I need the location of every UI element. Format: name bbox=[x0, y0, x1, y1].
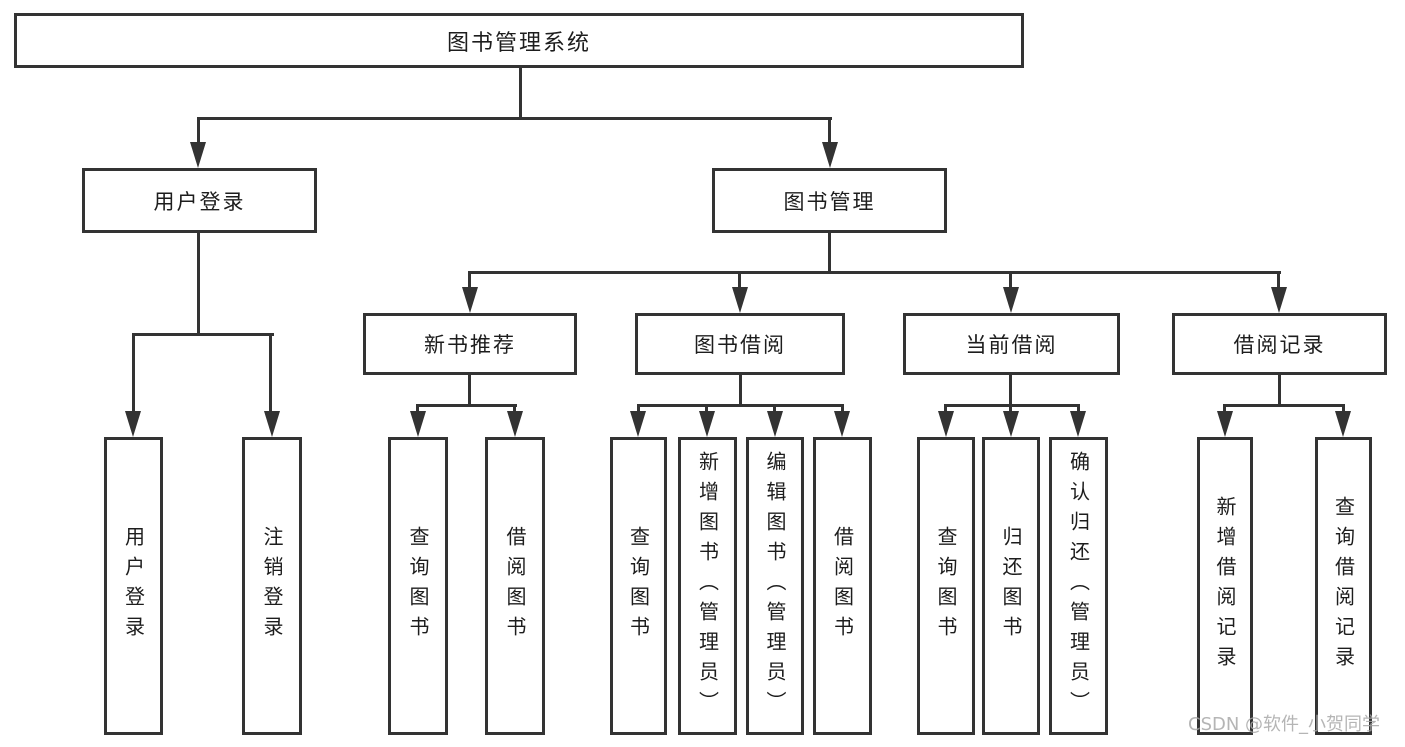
node-current-borrowing: 当前借阅 bbox=[903, 313, 1120, 375]
connector-line bbox=[1077, 404, 1080, 416]
arrowhead-down-icon bbox=[1070, 411, 1086, 437]
connector-line bbox=[197, 117, 832, 120]
watermark: CSDN @软件_小贺同学 bbox=[1188, 714, 1381, 735]
node-leaf-confirm-return-admin: 确认归还（管理员） bbox=[1049, 437, 1108, 735]
connector-line bbox=[637, 404, 844, 407]
connector-line bbox=[944, 404, 947, 416]
arrowhead-down-icon bbox=[1335, 411, 1351, 437]
connector-line bbox=[468, 271, 1281, 274]
connector-line bbox=[738, 271, 741, 291]
connector-line bbox=[1223, 404, 1226, 416]
arrowhead-down-icon bbox=[1271, 287, 1287, 313]
connector-line bbox=[197, 231, 200, 336]
arrowhead-down-icon bbox=[1003, 411, 1019, 437]
arrowhead-down-icon bbox=[732, 287, 748, 313]
connector-line bbox=[828, 117, 831, 147]
node-leaf-recommend-query-book: 查询图书 bbox=[388, 437, 448, 735]
connector-line bbox=[739, 373, 742, 407]
arrowhead-down-icon bbox=[264, 411, 280, 437]
connector-line bbox=[944, 404, 1080, 407]
arrowhead-down-icon bbox=[190, 142, 206, 168]
node-book-management: 图书管理 bbox=[712, 168, 947, 233]
arrowhead-down-icon bbox=[1003, 287, 1019, 313]
connector-line bbox=[132, 333, 274, 336]
arrowhead-down-icon bbox=[822, 142, 838, 168]
arrowhead-down-icon bbox=[125, 411, 141, 437]
connector-line bbox=[1009, 271, 1012, 291]
node-leaf-return-book: 归还图书 bbox=[982, 437, 1040, 735]
connector-line bbox=[841, 404, 844, 416]
arrowhead-down-icon bbox=[699, 411, 715, 437]
node-leaf-borrow-query-book: 查询图书 bbox=[610, 437, 667, 735]
arrowhead-down-icon bbox=[507, 411, 523, 437]
arrowhead-down-icon bbox=[630, 411, 646, 437]
node-leaf-add-book-admin: 新增图书（管理员） bbox=[678, 437, 737, 735]
connector-line bbox=[828, 231, 831, 274]
node-leaf-user-login: 用户登录 bbox=[104, 437, 163, 735]
connector-line bbox=[637, 404, 640, 416]
connector-line bbox=[197, 117, 200, 147]
connector-line bbox=[1277, 271, 1280, 291]
node-leaf-logout: 注销登录 bbox=[242, 437, 302, 735]
arrowhead-down-icon bbox=[767, 411, 783, 437]
connector-line bbox=[1009, 404, 1012, 416]
connector-line bbox=[468, 373, 471, 407]
arrowhead-down-icon bbox=[410, 411, 426, 437]
node-leaf-borrow-book: 借阅图书 bbox=[813, 437, 872, 735]
connector-line bbox=[1342, 404, 1345, 416]
connector-line bbox=[1278, 373, 1281, 407]
node-leaf-edit-book-admin: 编辑图书（管理员） bbox=[746, 437, 804, 735]
arrowhead-down-icon bbox=[1217, 411, 1233, 437]
connector-line bbox=[416, 404, 419, 416]
node-leaf-add-borrow-record: 新增借阅记录 bbox=[1197, 437, 1253, 735]
arrowhead-down-icon bbox=[462, 287, 478, 313]
node-user-login: 用户登录 bbox=[82, 168, 317, 233]
connector-line bbox=[513, 404, 516, 416]
node-book-borrowing: 图书借阅 bbox=[635, 313, 845, 375]
arrowhead-down-icon bbox=[834, 411, 850, 437]
connector-line bbox=[773, 404, 776, 416]
connector-line bbox=[468, 271, 471, 291]
node-leaf-recommend-borrow-book: 借阅图书 bbox=[485, 437, 545, 735]
connector-line bbox=[1223, 404, 1345, 407]
node-leaf-current-query-book: 查询图书 bbox=[917, 437, 975, 735]
connector-line bbox=[269, 333, 272, 415]
connector-line bbox=[519, 66, 522, 120]
arrowhead-down-icon bbox=[938, 411, 954, 437]
connector-line bbox=[1009, 373, 1012, 407]
connector-line bbox=[416, 404, 517, 407]
node-root: 图书管理系统 bbox=[14, 13, 1024, 68]
node-leaf-query-borrow-record: 查询借阅记录 bbox=[1315, 437, 1372, 735]
connector-line bbox=[132, 333, 135, 415]
node-new-book-recommend: 新书推荐 bbox=[363, 313, 577, 375]
connector-line bbox=[705, 404, 708, 416]
node-borrow-records: 借阅记录 bbox=[1172, 313, 1387, 375]
